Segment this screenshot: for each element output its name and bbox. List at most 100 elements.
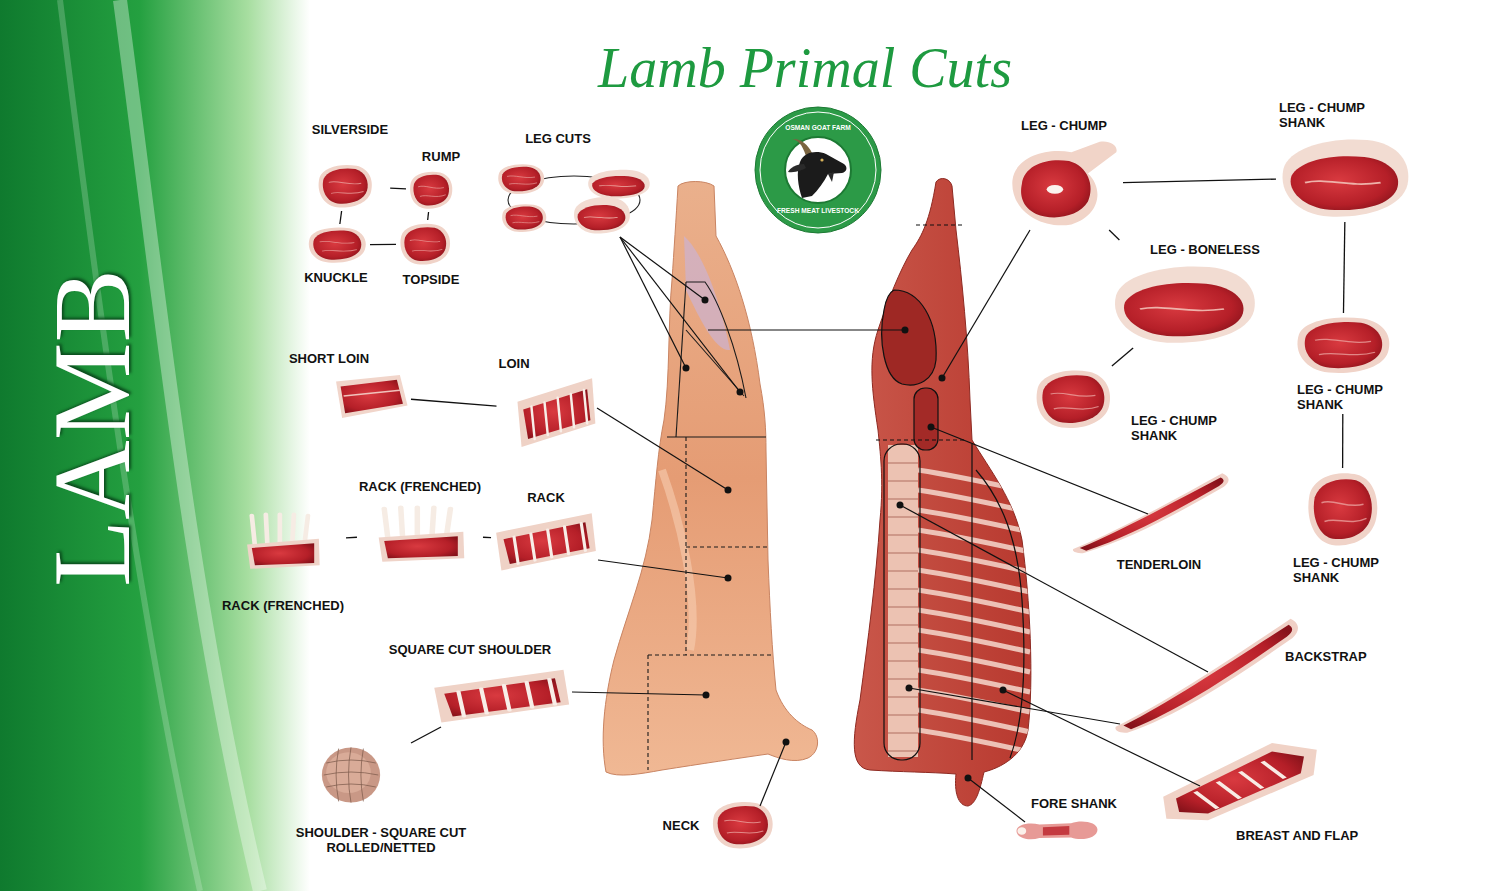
cut-box: LEG - BONELESS xyxy=(1108,240,1262,348)
connector-line xyxy=(411,727,441,743)
cut-photos xyxy=(1308,473,1377,545)
cut-box: LEG - CHUMP SHANK xyxy=(1291,313,1403,414)
left-carcass xyxy=(648,654,771,655)
cut-box: SHOULDER - SQUARE CUT ROLLED/NETTED xyxy=(287,743,475,857)
connector-line xyxy=(411,399,496,406)
left-carcass xyxy=(676,282,686,437)
side-heading: LAMB xyxy=(37,269,147,587)
leader-dots xyxy=(906,685,913,692)
cut-photos xyxy=(1163,743,1317,820)
connector-line xyxy=(1343,222,1344,313)
right-carcass xyxy=(854,179,1031,806)
right-carcass xyxy=(884,444,920,760)
leader-lines xyxy=(931,427,1148,514)
cut-label: LOIN xyxy=(498,356,529,371)
left-carcass xyxy=(648,282,771,770)
left-carcass xyxy=(686,546,767,547)
cut-label: RUMP xyxy=(422,149,460,164)
cut-photos xyxy=(588,170,650,199)
cut-box: SILVERSIDE xyxy=(310,120,390,211)
cut-photos xyxy=(319,165,372,208)
cut-photos xyxy=(517,378,595,447)
cut-photos xyxy=(574,197,630,233)
right-carcass xyxy=(882,290,936,385)
right-carcass xyxy=(888,445,918,757)
logo-badge: OSMAN GOAT FARM FRESH MEAT LIVESTOCK xyxy=(754,106,882,234)
left-carcass xyxy=(685,437,686,655)
cut-box: NECK xyxy=(661,798,777,852)
leader-lines xyxy=(598,560,728,578)
leader-dots xyxy=(725,575,732,582)
badge-text: OSMAN GOAT FARM xyxy=(785,124,850,132)
leader-lines xyxy=(1003,690,1200,786)
connector-line xyxy=(1342,414,1343,468)
cut-label: BACKSTRAP xyxy=(1285,649,1367,664)
goat-face xyxy=(798,152,847,198)
cut-photos xyxy=(336,375,407,418)
goat-eye xyxy=(820,158,823,161)
badge-ring xyxy=(755,107,881,233)
leader-dots xyxy=(702,297,709,304)
cut-label: LEG - CHUMP SHANK xyxy=(1279,100,1383,130)
cut-label: LEG - CHUMP SHANK xyxy=(1297,382,1401,412)
left-carcass xyxy=(662,470,693,650)
cut-label: SHORT LOIN xyxy=(289,351,369,366)
badge-text: FRESH MEAT LIVESTOCK xyxy=(777,207,859,215)
cut-box: RACK (FRENCHED) xyxy=(357,477,483,565)
leader-lines xyxy=(620,237,740,392)
cut-label: LEG - CHUMP SHANK xyxy=(1293,555,1397,585)
leader-dots xyxy=(703,692,710,699)
cut-photos xyxy=(498,164,544,194)
cut-box: KNUCKLE xyxy=(302,224,370,287)
badge-ring xyxy=(760,112,876,228)
cut-photos xyxy=(410,172,452,209)
leader-dots xyxy=(897,502,904,509)
cut-photos xyxy=(1017,822,1098,840)
cut-box: FORE SHANK xyxy=(1011,794,1119,849)
cut-label: SQUARE CUT SHOULDER xyxy=(389,642,552,657)
cut-photos xyxy=(434,670,569,723)
cut-label: LEG - CHUMP SHANK xyxy=(1131,413,1235,443)
leader-dots xyxy=(902,327,909,334)
leader-dots xyxy=(683,297,1007,782)
leader-dots xyxy=(939,375,946,382)
cut-photos xyxy=(379,507,465,562)
right-carcass xyxy=(914,388,938,450)
cut-box: TENDERLOIN xyxy=(1068,468,1234,574)
left-carcass xyxy=(684,236,730,350)
right-carcass xyxy=(918,470,1030,752)
leader-lines xyxy=(760,742,786,806)
cut-label: KNUCKLE xyxy=(304,270,368,285)
cut-box: SHORT LOIN xyxy=(287,349,411,422)
cut-label: LEG - CHUMP xyxy=(1021,118,1107,133)
leader-dots xyxy=(783,739,790,746)
connector-line xyxy=(346,537,357,539)
cut-box: RUMP xyxy=(406,147,462,212)
leader-lines xyxy=(572,692,706,695)
cut-label: TOPSIDE xyxy=(403,272,460,287)
cut-label: NECK xyxy=(663,818,700,833)
leader-dots xyxy=(683,365,690,372)
cut-label: LEG - BONELESS xyxy=(1150,242,1260,257)
connector-line xyxy=(370,244,396,246)
cut-photos xyxy=(322,747,380,802)
leader-lines xyxy=(708,329,905,330)
cut-box: SQUARE CUT SHOULDER xyxy=(387,640,574,727)
cut-photos xyxy=(1297,317,1389,373)
cut-photos xyxy=(400,224,450,265)
leader-lines xyxy=(620,237,686,368)
right-carcass xyxy=(876,225,966,440)
cut-box: TOPSIDE xyxy=(396,220,461,289)
right-carcass xyxy=(854,179,1031,806)
leader-dots xyxy=(737,389,744,396)
leader-lines xyxy=(620,237,705,300)
cut-photos xyxy=(309,228,366,263)
badge-inner xyxy=(785,137,851,203)
cut-photos xyxy=(496,513,596,570)
right-carcass xyxy=(888,463,918,751)
left-carcass xyxy=(667,436,766,437)
cut-photos xyxy=(1037,371,1111,428)
cut-photos xyxy=(247,139,1408,848)
